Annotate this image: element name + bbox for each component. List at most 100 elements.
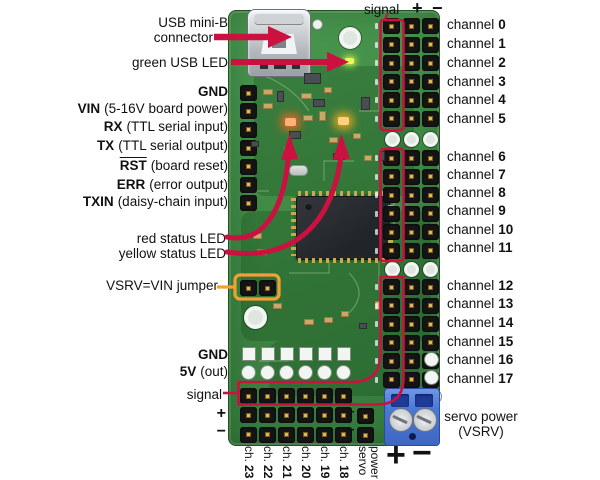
5v-pad bbox=[337, 365, 350, 379]
pad-hole bbox=[404, 132, 419, 147]
silkscreen-mark bbox=[375, 23, 378, 29]
smd-component bbox=[364, 155, 372, 161]
header-pin bbox=[383, 92, 400, 109]
label-plus-top: + bbox=[412, 0, 423, 18]
label-servo-power-vsrv: servo power (VSRV) bbox=[444, 409, 518, 439]
label-txin: TXIN(daisy-chain input) bbox=[82, 194, 228, 209]
channel-label-bottom: ch.22 bbox=[260, 446, 275, 479]
pad-hole bbox=[423, 262, 438, 277]
silkscreen-mark bbox=[375, 321, 378, 328]
smd-component bbox=[273, 303, 282, 309]
header-pin bbox=[240, 280, 257, 296]
header-pin bbox=[402, 316, 420, 333]
smd-component bbox=[313, 99, 325, 107]
header-pin bbox=[383, 18, 400, 34]
chip-pins bbox=[291, 198, 296, 256]
header-pin bbox=[383, 110, 400, 127]
red-status-led bbox=[285, 118, 296, 126]
gnd-pad bbox=[299, 348, 312, 360]
header-pin bbox=[422, 279, 439, 295]
silkscreen-mark bbox=[375, 358, 378, 365]
silkscreen-mark bbox=[375, 41, 378, 48]
header-pin bbox=[383, 187, 400, 204]
5v-pad bbox=[280, 365, 293, 379]
header-pin bbox=[422, 224, 439, 241]
smd-component bbox=[329, 137, 338, 143]
header-pin bbox=[383, 224, 400, 241]
via-hole bbox=[313, 20, 322, 29]
header-pin bbox=[422, 297, 439, 314]
header-pin bbox=[422, 334, 439, 351]
terminal-plus-label: + bbox=[386, 436, 406, 474]
yellow-status-led bbox=[338, 117, 349, 125]
pad-hole bbox=[385, 132, 400, 147]
header-pin bbox=[402, 205, 420, 222]
header-pin bbox=[402, 334, 420, 351]
header-pin bbox=[259, 426, 276, 443]
channel-header-0-5 bbox=[383, 18, 439, 127]
header-pin bbox=[240, 426, 257, 443]
smd-component bbox=[361, 97, 370, 110]
header-pin bbox=[356, 408, 374, 424]
label-rx: RX(TTL serial input) bbox=[103, 119, 228, 134]
smd-component bbox=[277, 91, 284, 102]
header-pin bbox=[259, 280, 276, 296]
header-pin bbox=[402, 168, 420, 185]
servo-power-header bbox=[356, 408, 374, 444]
header-pin bbox=[402, 297, 420, 314]
header-pin bbox=[240, 121, 257, 138]
channel-label-bottom: ch.19 bbox=[317, 446, 332, 479]
header-pin bbox=[383, 334, 400, 351]
channel-header-6-11 bbox=[383, 150, 439, 259]
smd-component bbox=[359, 323, 367, 329]
green-usb-led bbox=[345, 58, 354, 64]
pcb-board bbox=[228, 9, 441, 446]
terminal-minus-label: − bbox=[412, 434, 432, 472]
header-pin bbox=[240, 388, 257, 404]
smd-component bbox=[353, 133, 361, 139]
header-pin bbox=[259, 407, 276, 424]
header-pin bbox=[422, 205, 439, 222]
label-usb-connector-line1: USB mini-B bbox=[158, 15, 228, 30]
header-pin bbox=[297, 388, 314, 404]
smd-component bbox=[289, 131, 301, 139]
header-pin bbox=[402, 55, 420, 72]
header-pin bbox=[422, 168, 439, 185]
header-pin bbox=[402, 224, 420, 241]
header-pin bbox=[422, 18, 439, 34]
header-pin bbox=[402, 92, 420, 109]
terminal-screw bbox=[413, 408, 437, 432]
header-pin bbox=[383, 279, 400, 295]
header-pin bbox=[383, 55, 400, 72]
header-pin bbox=[402, 110, 420, 127]
label-rst: RST(board reset) bbox=[119, 158, 228, 173]
label-green-usb-led: green USB LED bbox=[131, 55, 228, 70]
mounting-hole bbox=[339, 27, 361, 49]
label-red-status-led: red status LED bbox=[136, 231, 226, 246]
usb-shell-rim bbox=[254, 14, 304, 25]
label-vin: VIN(5-16V board power) bbox=[77, 101, 228, 116]
silkscreen-mark bbox=[375, 173, 378, 180]
header-pin bbox=[422, 36, 439, 53]
header-pin bbox=[402, 242, 420, 259]
label-5v-out: 5V(out) bbox=[179, 364, 228, 379]
header-pin bbox=[335, 388, 352, 404]
label-gnd-bottom: GND bbox=[198, 347, 228, 362]
header-pin bbox=[356, 427, 374, 444]
header-pin bbox=[402, 353, 420, 370]
channel-header-18-23 bbox=[240, 388, 352, 443]
header-pin bbox=[240, 407, 257, 424]
header-pin bbox=[422, 187, 439, 204]
5v-pad bbox=[242, 365, 255, 379]
header-pin bbox=[316, 388, 333, 404]
